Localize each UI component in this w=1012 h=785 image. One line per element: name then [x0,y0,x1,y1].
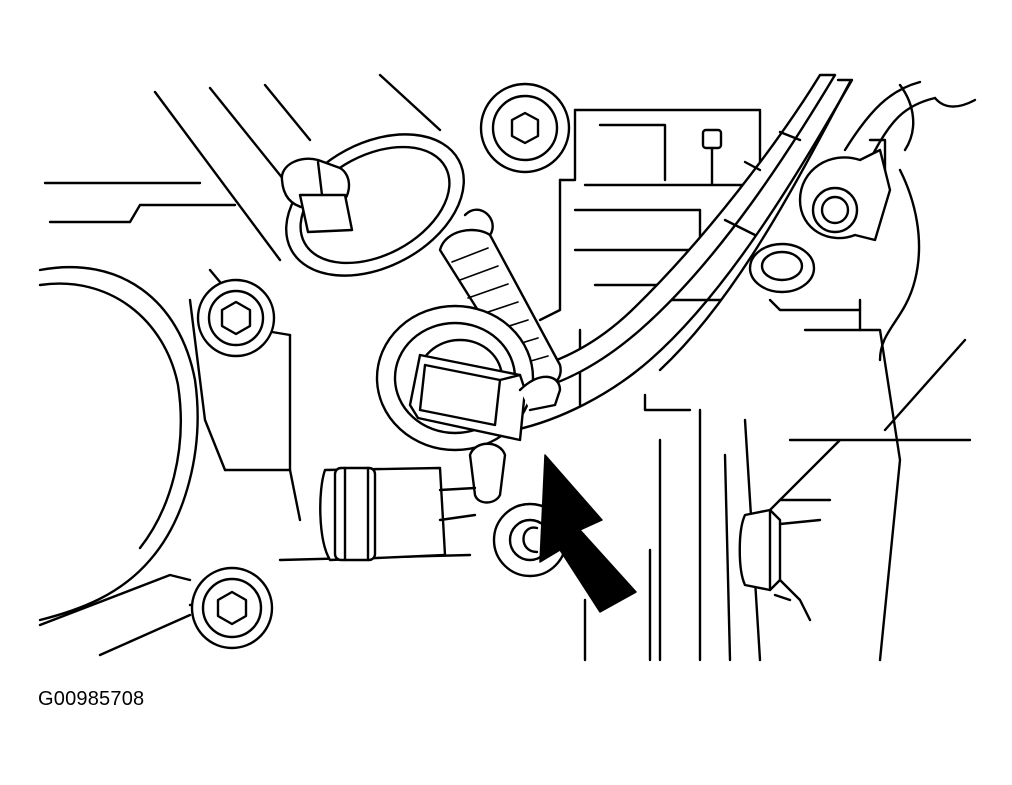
hex-bolt-left [196,278,276,358]
right-hose [843,80,977,362]
hose-clamp [798,138,892,242]
sensor-connector [408,353,562,442]
left-housing [38,181,257,657]
right-structure [768,338,972,527]
washer [748,242,816,294]
hex-bolt-lower-left [190,566,274,650]
hex-bolt-upper-center [479,82,571,174]
figure-id-caption: G00985708 [38,688,145,710]
lower-connector-tube [319,442,507,562]
upper-stud-bolt [280,157,354,234]
small-clip [701,128,723,187]
side-plug [738,508,812,622]
indicator-arrow [539,454,637,613]
